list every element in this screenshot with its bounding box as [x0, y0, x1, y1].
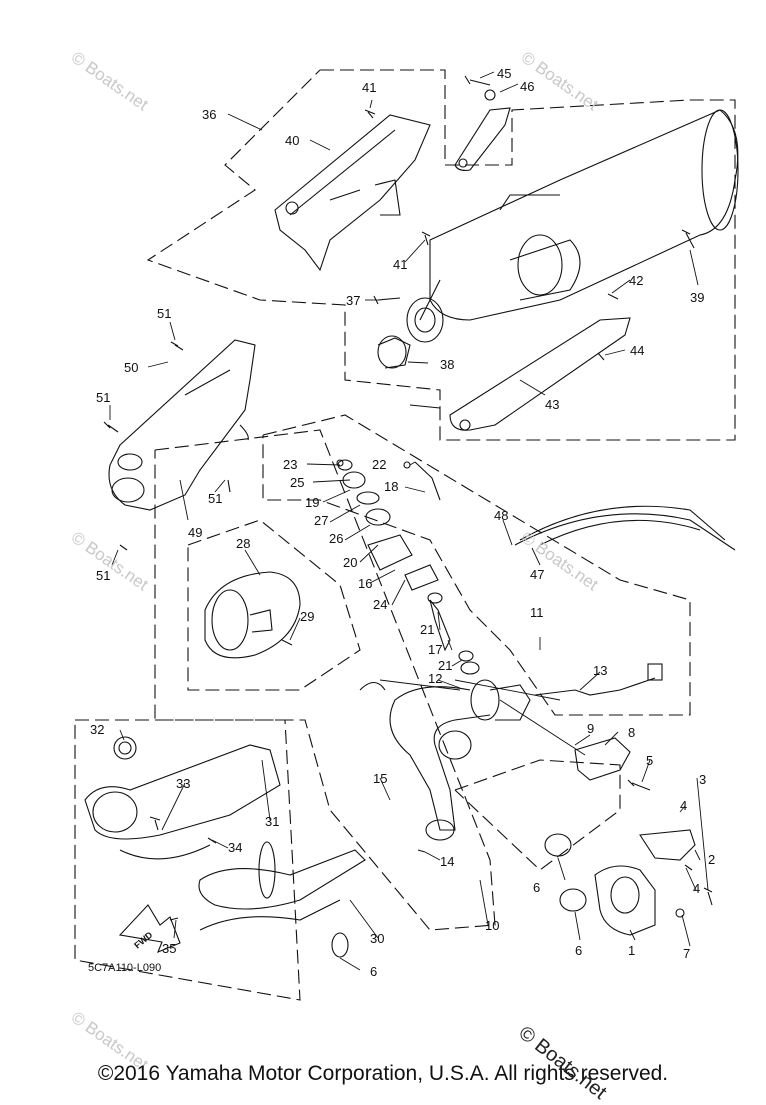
part-label-44: 44	[630, 343, 644, 358]
bracket-2	[639, 829, 696, 861]
part-label-34: 34	[228, 840, 242, 855]
part-label-50: 50	[124, 360, 138, 375]
oxygen-sensor-13	[534, 663, 663, 696]
part-label-31: 31	[265, 814, 279, 829]
part-labels: 1 2 3 4 4 5 6 6 6 7 8 9 10 11 12 13 14 1…	[90, 66, 715, 979]
part-label-15: 15	[373, 771, 387, 786]
part-label-8: 8	[628, 725, 635, 740]
part-label-21b: 21	[438, 658, 452, 673]
part-label-30: 30	[370, 931, 384, 946]
flange-1	[594, 865, 656, 936]
gasket-6c	[331, 932, 349, 958]
part-label-48: 48	[494, 508, 508, 523]
part-label-6c: 6	[370, 964, 377, 979]
watermarks: © Boats.net © Boats.net © Boats.net © Bo…	[68, 48, 602, 1075]
part-label-21a: 21	[420, 622, 434, 637]
fwd-arrow	[118, 904, 181, 954]
gasket-6a	[544, 833, 572, 857]
part-label-18: 18	[384, 479, 398, 494]
diagram-code: 5C7A110-L090	[88, 962, 161, 974]
part-label-41a: 41	[362, 80, 376, 95]
cables-47-48	[514, 505, 736, 551]
part-label-6b: 6	[575, 943, 582, 958]
gasket-6b	[559, 888, 587, 912]
part-label-3: 3	[699, 772, 706, 787]
part-label-16: 16	[358, 576, 372, 591]
part-label-23: 23	[283, 457, 297, 472]
part-label-26: 26	[329, 531, 343, 546]
part-label-37: 37	[346, 293, 360, 308]
cover-28	[204, 571, 301, 659]
part-label-24: 24	[373, 597, 387, 612]
pipe-31	[84, 744, 281, 860]
part-label-12: 12	[428, 671, 442, 686]
part-label-40: 40	[285, 133, 299, 148]
part-label-51b: 51	[96, 390, 110, 405]
bolts	[103, 75, 713, 921]
part-label-35: 35	[162, 941, 176, 956]
part-label-11: 11	[530, 605, 544, 620]
part-label-41b: 41	[393, 257, 407, 272]
heat-shield-49	[108, 339, 256, 511]
band-38	[377, 335, 411, 369]
part-label-14: 14	[440, 854, 454, 869]
part-label-46: 46	[520, 79, 534, 94]
part-label-36: 36	[202, 107, 216, 122]
part-label-1: 1	[628, 943, 635, 958]
part-label-28: 28	[236, 536, 250, 551]
part-label-17: 17	[428, 642, 442, 657]
svg-text:© Boats.net: © Boats.net	[68, 528, 152, 595]
part-label-22: 22	[372, 457, 386, 472]
part-label-43: 43	[545, 397, 559, 412]
part-label-25: 25	[290, 475, 304, 490]
group-outlines	[74, 69, 736, 1001]
part-label-49: 49	[188, 525, 202, 540]
copyright-notice: ©2016 Yamaha Motor Corporation, U.S.A. A…	[97, 1062, 669, 1085]
part-label-32: 32	[90, 722, 104, 737]
gasket-32	[113, 736, 137, 760]
part-label-6a: 6	[533, 880, 540, 895]
part-label-33: 33	[176, 776, 190, 791]
part-label-10: 10	[485, 918, 499, 933]
part-label-45: 45	[497, 66, 511, 81]
part-label-7: 7	[683, 946, 690, 961]
bracket-46	[454, 107, 511, 171]
exhaust-pipe-assembly	[359, 679, 531, 841]
cover-8	[574, 737, 631, 781]
exup-valve-parts	[337, 459, 480, 675]
part-label-9: 9	[587, 721, 594, 736]
part-label-29: 29	[300, 609, 314, 624]
part-label-51c: 51	[208, 491, 222, 506]
part-label-20: 20	[343, 555, 357, 570]
part-label-4b: 4	[693, 881, 700, 896]
part-label-2: 2	[708, 852, 715, 867]
part-label-5: 5	[646, 753, 653, 768]
muffler-assembly	[406, 109, 739, 343]
part-label-27: 27	[314, 513, 328, 528]
heat-shield-40	[274, 114, 431, 272]
exhaust-pipe-30	[198, 841, 366, 931]
svg-text:© Boats.net: © Boats.net	[68, 48, 152, 115]
leader-lines	[109, 71, 709, 971]
part-label-42: 42	[629, 273, 643, 288]
part-label-51a: 51	[157, 306, 171, 321]
part-label-13: 13	[593, 663, 607, 678]
part-label-47: 47	[530, 567, 544, 582]
part-label-51d: 51	[96, 568, 110, 583]
part-label-39: 39	[690, 290, 704, 305]
part-label-4a: 4	[680, 798, 687, 813]
bracket-43	[409, 317, 631, 431]
part-label-38: 38	[440, 357, 454, 372]
part-label-19: 19	[305, 495, 319, 510]
